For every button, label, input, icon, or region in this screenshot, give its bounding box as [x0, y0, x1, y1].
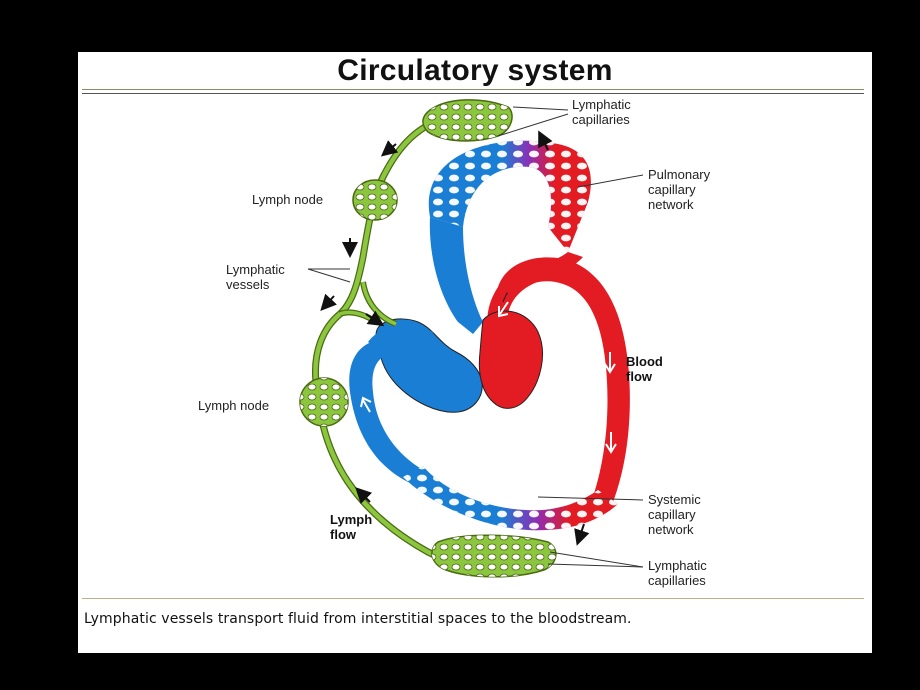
- slide: Circulatory system: [78, 52, 872, 653]
- label-lymphatic-capillaries-bottom: Lymphatic capillaries: [648, 558, 710, 588]
- label-lymph-node-lower: Lymph node: [198, 398, 269, 413]
- label-lymphatic-capillaries-top: Lymphatic capillaries: [572, 97, 634, 127]
- leader-lines: [307, 106, 644, 568]
- caption-rule: [82, 598, 864, 599]
- title-rule: [82, 89, 864, 90]
- label-lymphatic-vessels: Lymphatic vessels: [226, 262, 288, 292]
- blood-flow-arrows: [360, 301, 617, 454]
- label-blood-flow: Blood flow: [626, 354, 666, 384]
- systemic-artery: [498, 257, 630, 502]
- lymphatic-system: [299, 99, 557, 578]
- label-systemic-capillary-network: Systemic capillary network: [648, 492, 704, 537]
- systemic-vein: [349, 325, 433, 482]
- systemic-capillary-network: [403, 466, 618, 531]
- label-pulmonary-capillary-network: Pulmonary capillary network: [648, 167, 714, 212]
- figure-caption: Lymphatic vessels transport fluid from i…: [84, 611, 632, 627]
- label-lymph-node-upper: Lymph node: [252, 192, 323, 207]
- title-rule-inner: [82, 93, 864, 94]
- pulmonary-capillary-network: [428, 140, 591, 334]
- page-title: Circulatory system: [337, 54, 613, 87]
- circulatory-diagram: Lymphatic capillaries Pulmonary capillar…: [198, 97, 714, 588]
- lymph-flow-arrows: [320, 130, 590, 546]
- label-lymph-flow: Lymph flow: [330, 512, 376, 542]
